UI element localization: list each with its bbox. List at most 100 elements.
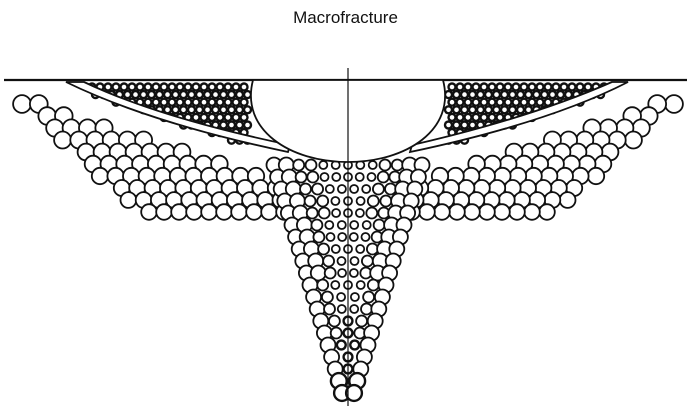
particle — [233, 114, 239, 120]
particle — [236, 92, 242, 98]
particle — [378, 172, 389, 183]
particle — [172, 107, 178, 113]
particle — [307, 208, 318, 219]
particle — [338, 305, 346, 313]
particle — [54, 132, 71, 149]
particle — [201, 84, 207, 90]
particle — [356, 316, 367, 327]
particle — [449, 99, 455, 105]
particle — [625, 132, 642, 149]
particle — [549, 92, 555, 98]
particle — [124, 92, 130, 98]
particle — [228, 92, 234, 98]
particle — [445, 92, 451, 98]
particle — [457, 99, 463, 105]
particle — [296, 172, 307, 183]
particle — [145, 84, 151, 90]
particle — [356, 245, 364, 253]
particle — [513, 84, 519, 90]
particle — [497, 114, 503, 120]
particle — [350, 305, 358, 313]
particle — [477, 107, 483, 113]
particle — [300, 184, 311, 195]
particle — [186, 204, 202, 220]
particle — [209, 114, 215, 120]
particle — [261, 204, 277, 220]
particle — [373, 184, 384, 195]
particle — [246, 204, 262, 220]
particle — [351, 257, 359, 265]
particle — [185, 99, 191, 105]
particle — [362, 256, 373, 267]
particle — [201, 114, 207, 120]
particle — [477, 92, 483, 98]
particle — [569, 84, 575, 90]
particle — [473, 84, 479, 90]
particle — [363, 292, 374, 303]
particle — [225, 114, 231, 120]
particle — [585, 84, 591, 90]
particle — [501, 107, 507, 113]
particle — [453, 107, 459, 113]
particle — [121, 84, 127, 90]
particle — [461, 122, 467, 128]
particle — [169, 84, 175, 90]
particle — [465, 84, 471, 90]
particle — [329, 316, 340, 327]
particle — [560, 192, 576, 208]
particle — [351, 341, 359, 349]
particle — [338, 269, 346, 277]
particle — [493, 92, 499, 98]
particle — [193, 84, 199, 90]
particle — [244, 107, 250, 113]
particle — [105, 84, 111, 90]
particle — [193, 99, 199, 105]
particle — [217, 84, 223, 90]
particle — [338, 185, 346, 193]
particle — [368, 196, 379, 207]
particle — [236, 122, 242, 128]
particle — [293, 160, 304, 171]
particle — [533, 92, 539, 98]
particle — [521, 99, 527, 105]
particle — [445, 122, 451, 128]
particle — [317, 196, 328, 207]
particle — [350, 185, 358, 193]
particle — [228, 107, 234, 113]
particle — [469, 122, 475, 128]
particle — [465, 114, 471, 120]
particle — [244, 92, 250, 98]
particle — [350, 221, 358, 229]
particle — [321, 173, 329, 181]
particle — [357, 197, 365, 205]
particle — [180, 107, 186, 113]
particle — [479, 204, 495, 220]
particle — [327, 233, 335, 241]
particle — [350, 233, 358, 241]
particle — [553, 84, 559, 90]
particle — [513, 99, 519, 105]
particle — [588, 168, 604, 184]
particle — [461, 107, 467, 113]
particle — [449, 84, 455, 90]
particle — [204, 107, 210, 113]
particle — [331, 328, 342, 339]
particle — [665, 95, 683, 113]
particle — [517, 92, 523, 98]
particle — [434, 204, 450, 220]
particle — [312, 184, 323, 195]
particle — [419, 204, 435, 220]
particle — [140, 92, 146, 98]
particle — [489, 99, 495, 105]
particle — [469, 92, 475, 98]
particle — [481, 114, 487, 120]
particle — [509, 107, 515, 113]
particle — [374, 220, 385, 231]
particle — [325, 268, 336, 279]
particle — [241, 114, 247, 120]
particle — [489, 84, 495, 90]
particle — [132, 92, 138, 98]
particle — [362, 233, 370, 241]
particle — [225, 84, 231, 90]
particle — [313, 232, 324, 243]
